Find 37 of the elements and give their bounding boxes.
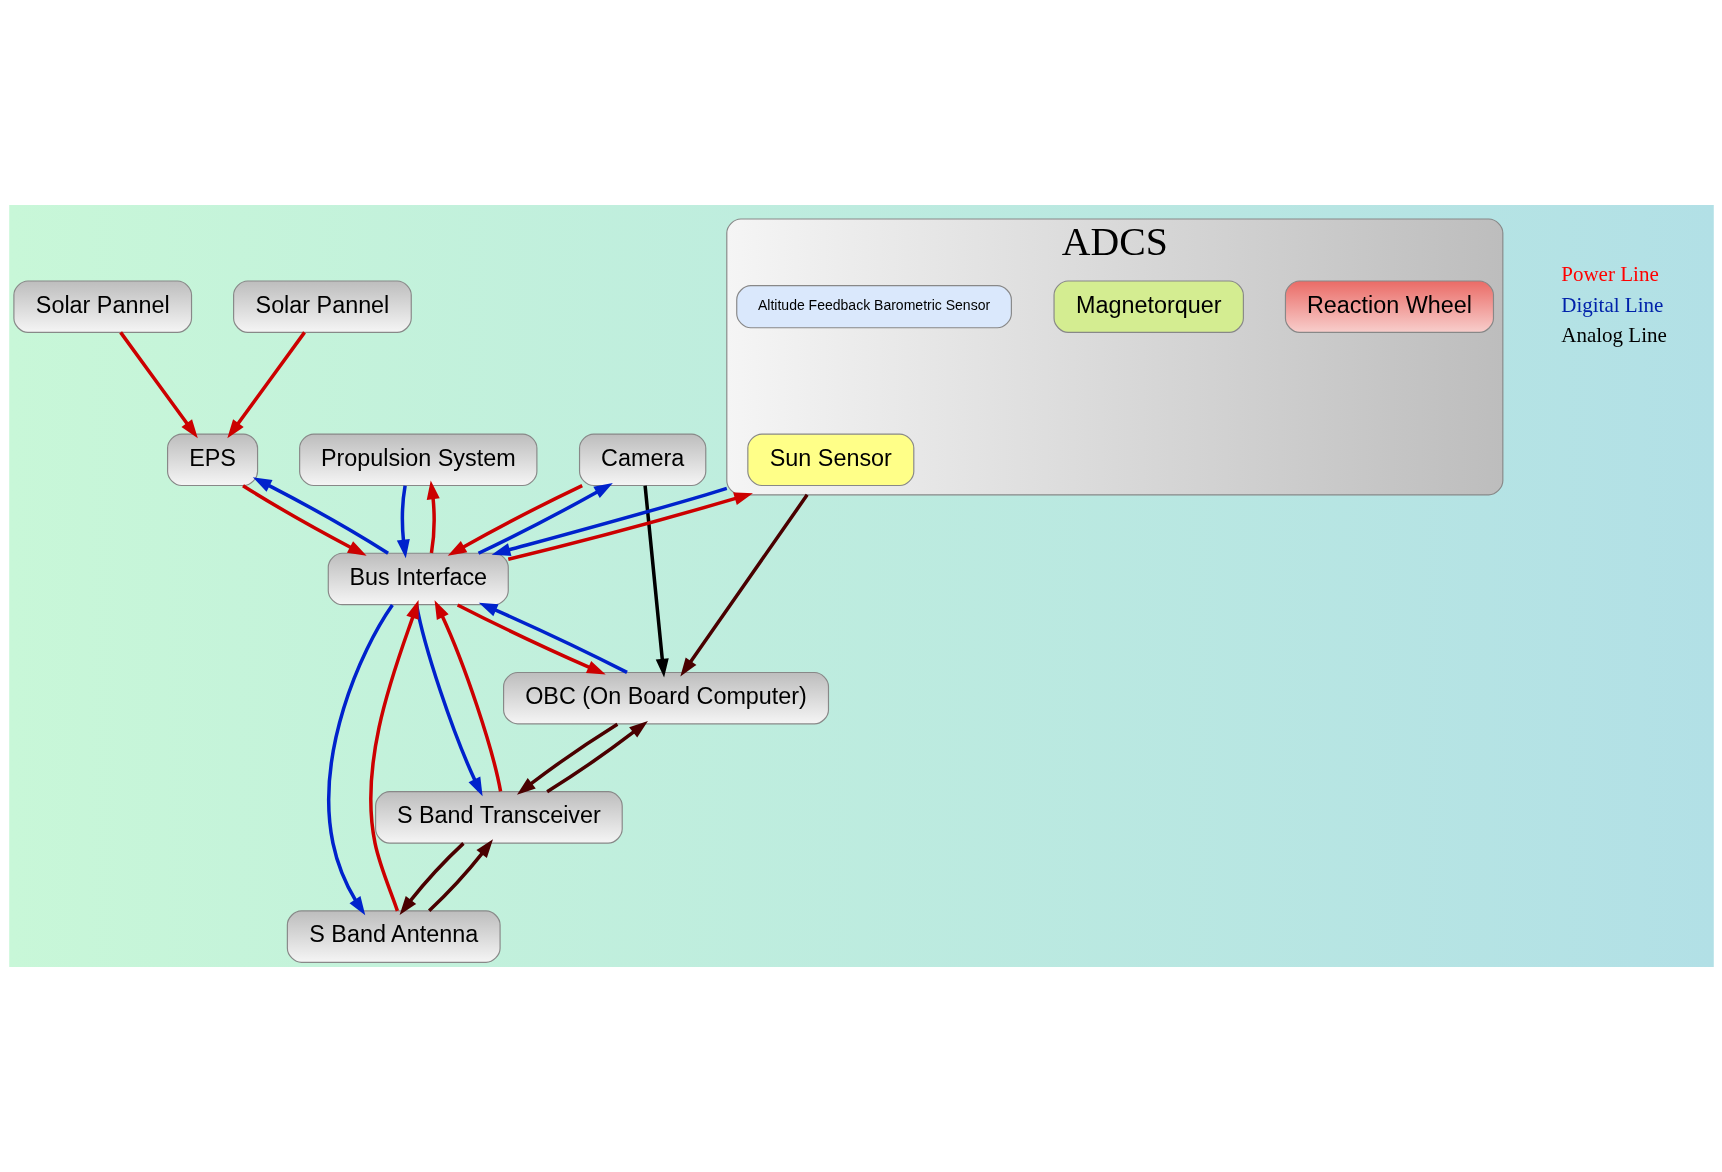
node-box: Solar Pannel xyxy=(12,280,192,333)
arrow xyxy=(241,484,367,556)
arrow xyxy=(434,600,502,792)
node-box: OBC (On Board Computer) xyxy=(502,671,829,725)
node-box: Bus Interface xyxy=(327,552,509,606)
node-box: Magnetorquer xyxy=(1052,280,1244,333)
node-box: S Band Transceiver xyxy=(374,791,623,844)
node-box: Altitude Feedback Barometric Sensor xyxy=(735,285,1012,329)
arrow xyxy=(456,603,606,675)
arrow xyxy=(326,604,394,916)
arrow xyxy=(118,331,198,439)
arrow xyxy=(516,722,618,795)
arrow xyxy=(679,493,809,677)
arrow xyxy=(491,486,727,556)
arrow xyxy=(478,602,628,674)
arrow xyxy=(477,483,613,555)
arrow xyxy=(427,839,493,912)
legend-label: Power Line xyxy=(1560,262,1659,287)
arrow xyxy=(507,492,753,561)
node-box: Sun Sensor xyxy=(746,433,914,487)
arrow xyxy=(426,480,440,554)
arrow xyxy=(226,331,306,439)
legend-label: Analog Line xyxy=(1560,323,1667,348)
node-box: Camera xyxy=(578,433,706,487)
arrow xyxy=(399,842,465,915)
arrow xyxy=(252,477,389,555)
node-box: S Band Antenna xyxy=(286,910,501,963)
arrow xyxy=(396,485,410,559)
node-box: Solar Pannel xyxy=(232,280,412,333)
node-box: Propulsion System xyxy=(298,433,537,487)
arrow xyxy=(447,484,583,556)
arrow xyxy=(368,600,419,912)
arrow xyxy=(545,720,648,794)
legend-label: Digital Line xyxy=(1560,292,1663,317)
arrow xyxy=(642,485,669,678)
node-box: Reaction Wheel xyxy=(1284,280,1494,333)
node-box: EPS xyxy=(166,433,258,487)
